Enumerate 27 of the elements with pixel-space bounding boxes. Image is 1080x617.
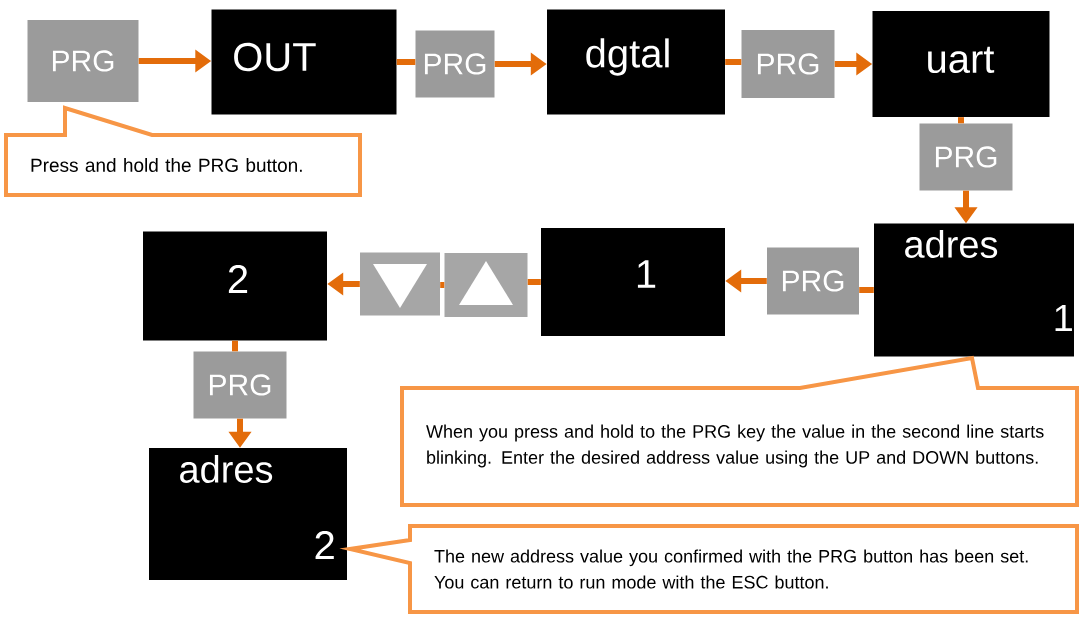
prg-button: PRG	[741, 30, 835, 98]
callout: When you press and hold to the PRG key the value in the second line starts blinking. Enter the desired address value using the UP and DOWN buttons.	[400, 355, 1079, 507]
display-text: OUT	[234, 42, 316, 72]
display-screen	[872, 11, 1050, 117]
display-screen	[541, 228, 725, 336]
display-screen	[874, 223, 1074, 357]
display-text: 1	[637, 260, 656, 288]
down-button	[360, 252, 440, 316]
prg-button: PRG	[919, 123, 1013, 191]
prg-button: PRG	[767, 247, 859, 315]
display-screen	[211, 9, 397, 115]
display-screen	[149, 448, 347, 580]
prg-button: PRG	[193, 351, 287, 419]
display-text: 2	[315, 531, 334, 559]
display-text: uart	[928, 46, 995, 74]
prg-button: PRG	[415, 30, 495, 98]
callout: Press and hold the PRG button.	[4, 105, 362, 197]
display-text: dgtal	[586, 38, 669, 76]
callout: The new address value you confirmed with the PRG button has been set. You can return to run mode with the ESC button.	[339, 524, 1079, 614]
display-text: 2	[228, 265, 248, 293]
display-text: 1	[1055, 304, 1072, 332]
up-button	[444, 253, 528, 317]
display-screen	[143, 231, 327, 341]
display-screen	[547, 9, 725, 115]
display-text: adres	[180, 455, 273, 483]
prg-button: PRG	[27, 20, 139, 102]
display-text: adres	[905, 230, 998, 258]
